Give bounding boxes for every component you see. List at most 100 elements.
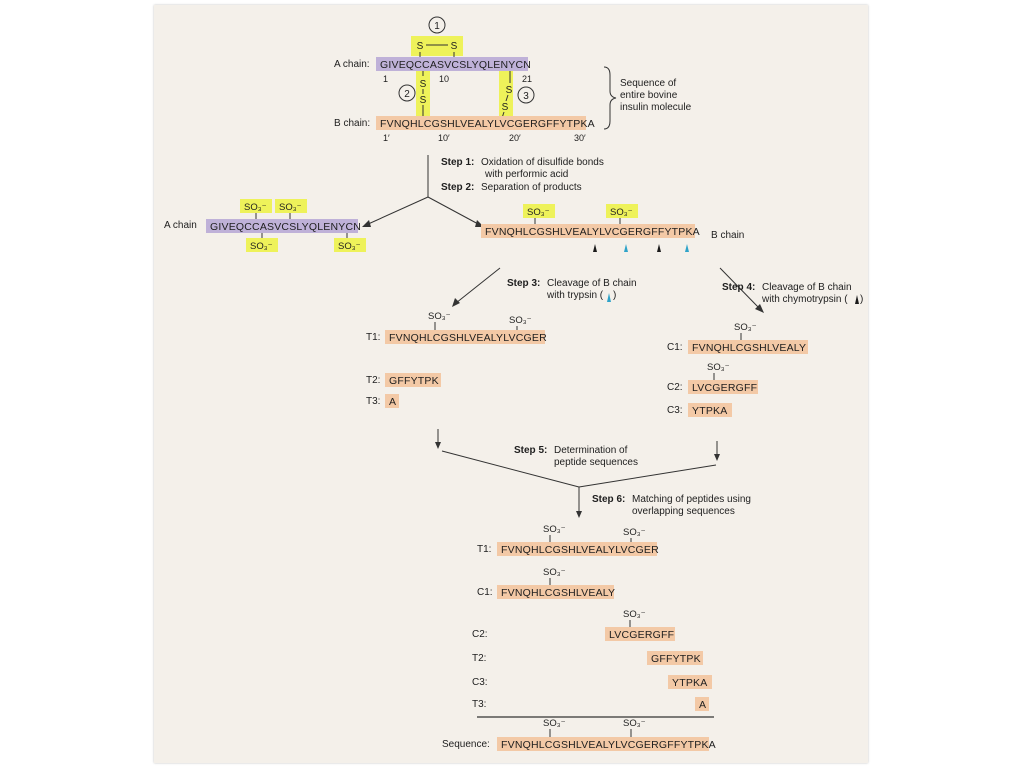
step-2-text: Separation of products	[481, 182, 582, 193]
brace-note-line: insulin molecule	[620, 102, 692, 113]
flow-line	[455, 267, 501, 304]
align-c2-highlight	[605, 627, 675, 641]
t1-highlight	[385, 330, 545, 344]
align-c3-label: C3:	[472, 677, 488, 688]
b-chain-short-label: B chain	[711, 230, 744, 241]
a-chain-sequence: GIVEQCCASVCSLYQLENYCN	[380, 59, 531, 71]
step-1-text: Oxidation of disulfide bonds	[481, 157, 604, 168]
so3-group: SO₃⁻	[543, 524, 566, 535]
bridge-number-1-circle	[428, 16, 446, 34]
a-chain-position-21: 21	[522, 74, 532, 84]
arrowhead	[435, 442, 441, 449]
so3-group: SO₃⁻	[734, 322, 757, 333]
align-c1-sequence: FVNQHLCGSHLVEALY	[501, 587, 615, 599]
so3-group: SO₃⁻	[509, 315, 532, 326]
step-3-text: Cleavage of B chain	[547, 278, 637, 289]
so3-group: SO₃⁻	[279, 202, 302, 213]
sulfur-atom: S	[420, 95, 427, 106]
sulfur-atom: S	[417, 41, 424, 52]
brace-note-line: entire bovine	[620, 90, 678, 101]
c3-highlight	[688, 403, 732, 417]
step-4-label: Step 4:	[722, 282, 755, 293]
c2-label: C2:	[667, 382, 683, 393]
bridge-number-2-circle	[398, 84, 416, 102]
step-3-text: with trypsin (	[546, 290, 604, 301]
c1-highlight	[688, 340, 808, 354]
chymotrypsin-cleavage-marker	[593, 244, 597, 252]
sulfur-atom: S	[420, 79, 427, 90]
step-5-label: Step 5:	[514, 445, 547, 456]
disulfide-3-highlight	[499, 71, 513, 122]
b-chain-position-30: 30′	[574, 133, 586, 143]
align-t1-label: T1:	[477, 544, 491, 555]
trypsin-marker-icon	[607, 293, 611, 302]
full-sequence-highlight	[497, 737, 709, 751]
full-sequence: FVNQHLCGSHLVEALYLVCGERGFFYTPKA	[501, 739, 716, 751]
close-paren: )	[613, 290, 616, 301]
align-t2-sequence: GFFYTPK	[651, 653, 701, 665]
b-chain-position-20: 20′	[509, 133, 521, 143]
align-c1-label: C1:	[477, 587, 493, 598]
so3-group: SO₃⁻	[623, 718, 646, 729]
bridge-number-2: 2	[404, 89, 410, 100]
step-5-text: Determination of	[554, 445, 628, 456]
align-t3-highlight	[695, 697, 709, 711]
a-chain-highlight	[376, 57, 528, 71]
so3-highlight	[334, 238, 366, 252]
step-6-text: overlapping sequences	[632, 506, 735, 517]
arrowhead	[362, 220, 371, 227]
so3-highlight	[275, 199, 307, 213]
so3-highlight	[246, 238, 278, 252]
bridge-number-3: 3	[523, 91, 529, 102]
so3-group: SO₃⁻	[707, 362, 730, 373]
step-4-text: with chymotrypsin (	[761, 294, 848, 305]
t2-highlight	[385, 373, 441, 387]
c2-highlight	[688, 380, 758, 394]
bridge-number-1: 1	[434, 21, 440, 32]
so3-group: SO₃⁻	[623, 609, 646, 620]
so3-group: SO₃⁻	[543, 718, 566, 729]
so3-group: SO₃⁻	[543, 567, 566, 578]
so3-group: SO₃⁻	[527, 207, 550, 218]
flow-line	[441, 450, 580, 488]
align-t1-highlight	[497, 542, 657, 556]
textbook-page: 1 S S A chain: GIVEQCCASVCSLYQLENYCN 1 1…	[154, 5, 868, 763]
so3-group: SO₃⁻	[244, 202, 267, 213]
step-3-label: Step 3:	[507, 278, 540, 289]
t3-sequence: A	[389, 396, 396, 408]
insulin-sequencing-diagram: 1 S S A chain: GIVEQCCASVCSLYQLENYCN 1 1…	[164, 16, 863, 751]
b-chain-position-1: 1′	[383, 133, 390, 143]
flow-line	[427, 196, 481, 226]
step-2-label: Step 2:	[441, 182, 474, 193]
oxidized-a-chain-sequence: GIVEQCCASVCSLYQLENYCN	[210, 221, 361, 233]
sulfur-atom: S	[451, 41, 458, 52]
a-chain-label: A chain:	[334, 59, 370, 70]
disulfide-3-bond	[505, 94, 509, 102]
so3-highlight	[523, 204, 555, 218]
close-paren: )	[860, 294, 863, 305]
a-chain-position-10: 10	[439, 74, 449, 84]
step-4-text: Cleavage of B chain	[762, 282, 852, 293]
align-c2-label: C2:	[472, 629, 488, 640]
oxidized-b-chain-sequence: FVNQHLCGSHLVEALYLVCGERGFFYTPKA	[485, 226, 700, 238]
c1-label: C1:	[667, 342, 683, 353]
align-t2-highlight	[647, 651, 703, 665]
b-chain-highlight	[376, 116, 586, 130]
oxidized-b-chain-highlight	[481, 224, 695, 238]
c3-sequence: YTPKA	[692, 405, 727, 417]
align-c2-sequence: LVCGERGFF	[609, 629, 674, 641]
a-chain-short-label: A chain	[164, 220, 197, 231]
step-5-text: peptide sequences	[554, 457, 638, 468]
so3-group: SO₃⁻	[250, 241, 273, 252]
flow-line	[719, 267, 761, 310]
align-t3-label: T3:	[472, 699, 486, 710]
sulfur-atom: S	[502, 102, 509, 113]
t3-label: T3:	[366, 396, 380, 407]
step-1-text: with performic acid	[484, 169, 568, 180]
align-c3-sequence: YTPKA	[672, 677, 707, 689]
step-1-label: Step 1:	[441, 157, 474, 168]
t2-label: T2:	[366, 375, 380, 386]
arrowhead	[576, 511, 582, 518]
arrowhead	[714, 454, 720, 461]
align-t2-label: T2:	[472, 653, 486, 664]
